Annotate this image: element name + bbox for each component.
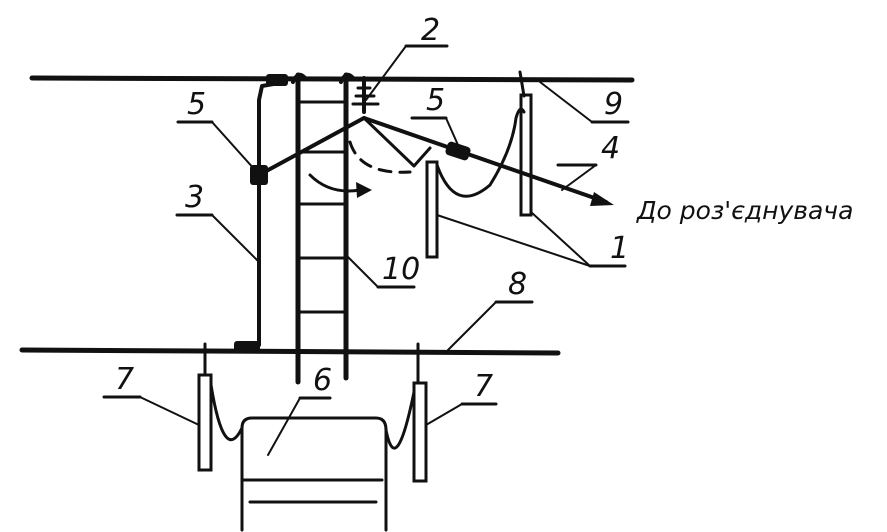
posts [425,70,533,259]
callout-7-left: 7 [115,362,134,397]
equipment-box [240,416,388,532]
insulator [351,76,380,114]
callout-5-left: 5 [187,87,206,122]
callout-4: 4 [601,131,620,166]
callout-3: 3 [185,180,204,215]
caption-to-disconnector: До роз'єднувача [636,196,853,225]
callout-1: 1 [610,231,629,266]
leader-lines [102,44,630,456]
callout-6: 6 [313,363,332,398]
callout-2: 2 [421,13,440,48]
callout-8: 8 [508,267,527,302]
grounding-conductor [234,74,288,353]
callout-9: 9 [604,87,623,122]
ladder [291,72,355,385]
bottom-wire [19,347,561,356]
callout-10: 10 [382,252,420,287]
clamp-right [445,141,471,161]
callout-7-right: 7 [474,369,493,404]
top-wire [29,75,635,83]
bottom-posts [197,342,428,483]
callout-5-right: 5 [426,83,445,118]
